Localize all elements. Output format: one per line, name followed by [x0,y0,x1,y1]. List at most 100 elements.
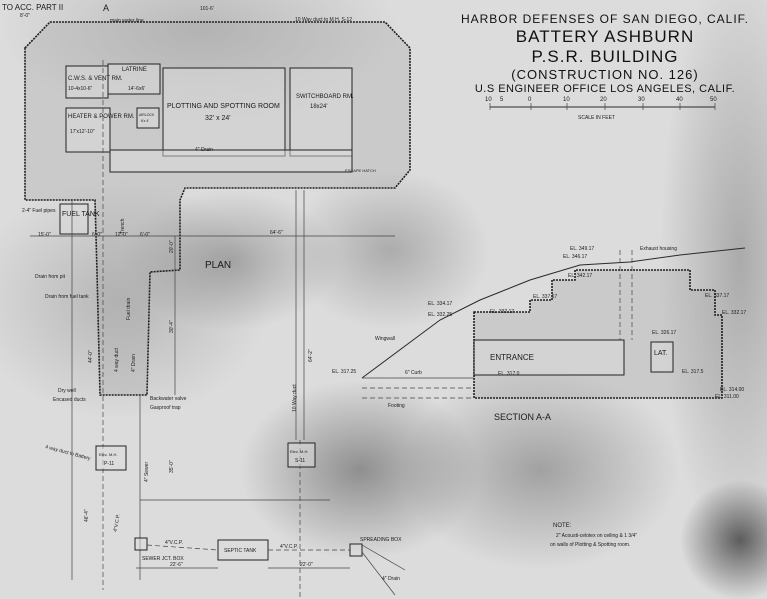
note-heading: NOTE: [553,523,572,529]
dimension: 6'-0" [140,232,150,238]
room-switchboard [289,67,353,157]
room-size: 17'x12'-10" [70,129,95,135]
manhole-s11 [287,442,316,468]
lat-label: LAT. [654,350,668,357]
scale-tick: 0 [528,97,532,103]
corridor [109,149,353,173]
fuel-tank [59,203,89,235]
elevation-label: EL. 332.17 [490,309,514,315]
title-line-2: BATTERY ASHBURN [515,27,695,46]
manhole-p11 [95,445,127,471]
note: Fuel drain [126,298,132,320]
spreading-box-label: SPREADING BOX [360,537,402,543]
dimension: 12'-0" [115,232,128,238]
dimension: 64'-6" [270,230,283,236]
elevation-label: EL. 317.25 [332,369,356,375]
duct-note: 10 Way duct to M.H. S-12 [295,17,352,23]
note: 4" Sewer [144,462,150,482]
elevation-label: EL. 337.17 [705,293,729,299]
room-airlock [136,107,160,129]
reference-label: TO ACC. PART II [2,3,63,12]
entrance-label: ENTRANCE [490,353,534,362]
note-line: 2" Acousti-celotex on ceiling & 1 3/4" [556,533,637,539]
exhaust-label: Exhaust housing [640,246,677,252]
plan-label: PLAN [205,260,231,271]
scale-tick: 10 [563,97,570,103]
elevation-label: EL. 326.17 [652,330,676,336]
room-size: 18x24' [310,104,328,110]
elevation-label: EL. 314.00 [720,387,744,393]
water-line-note: main water line [110,18,144,24]
scale-tick: 30 [638,97,645,103]
scale-tick: 5 [500,97,504,103]
room-label: ESCAPE HATCH [345,168,376,173]
wingwall-label: Wingwall [375,336,395,342]
dimension: 30'-4" [169,320,175,333]
septic-tank-label: SEPTIC TANK [224,548,257,554]
curb-label: 6" Curb [405,370,422,376]
scale-tick: 40 [676,97,683,103]
lat-space [650,341,674,373]
note: Dry well [58,388,76,394]
trench-label: Trench [120,218,126,234]
section-marker: A [103,3,109,13]
note: 4 way duct [114,347,120,372]
note: Backwater valve [150,396,187,402]
drain-note: 4" Drain [195,147,213,153]
sewer-junction-box [134,537,148,551]
note: 10 Way duct [292,384,298,412]
elevation-label: EL. 332.25 [428,312,452,318]
elevation-label: EL. 317.5 [682,369,704,375]
fuel-tank-label: FUEL TANK [62,211,100,218]
note: 4 way duct to Battery [44,444,91,462]
note: 4"V.C.P. [113,514,122,533]
room-label: LATRINE [122,67,147,73]
title-line-5: U.S ENGINEER OFFICE LOS ANGELES, CALIF. [474,83,736,95]
note-line: on walls of Plotting & Spotting room. [550,542,630,548]
elevation-label: EL. 346.17 [563,254,587,260]
dimension: 8'-0" [20,13,30,19]
dimension: 46'-4" [84,509,90,522]
note: Gasproof trap [150,405,181,411]
elevation-label: EL. 337.17 [533,294,557,300]
dimension: 22'-0" [300,562,313,568]
sewer-box-label: SEWER JCT. BOX [142,556,184,562]
room-plotting [162,67,286,157]
dimension: 44'-0" [88,350,94,363]
dimension: 101-6' [200,6,214,12]
elevation-label: EL. 342.17 [568,273,592,279]
ground-line [361,247,746,379]
scale-tick: 20 [600,97,607,103]
room-label: HEATER & POWER RM. [68,114,135,120]
section-outline [473,269,723,399]
room-label: SWITCHBOARD RM. [296,94,354,100]
room-latrine [107,63,161,95]
note: 4" Drain [131,354,137,372]
elevation-label: EL. 332.17 [722,310,746,316]
spreading-box [349,543,363,557]
section-label: SECTION A-A [494,412,551,422]
title-line-1: HARBOR DEFENSES OF SAN DIEGO, CALIF. [460,12,750,26]
dimension: 20'-0" [169,240,175,253]
scale-tick: 50 [710,97,717,103]
room-label: C.W.S. & VENT RM. [68,76,123,82]
fuel-pipes-note: 2-4" Fuel pipes [22,208,56,214]
dimension: 35'-0" [169,460,175,473]
dimension: 64'-2" [308,349,314,362]
room-size: 6'x 4' [141,119,149,123]
title-line-3: P.S.R. BUILDING [531,47,679,66]
manhole-label: Elec. M.H. [290,449,308,454]
elevation-label: EL. 349.17 [570,246,594,252]
manhole-id: S-11 [295,458,305,464]
note: 4"V.C.P. [165,540,183,546]
room-cws-vent [65,65,109,99]
room-size: 10-4x10-6" [68,86,93,92]
elevation-label: EL. 311.00 [715,394,739,400]
room-size: 32' x 24' [205,115,231,122]
dimension: 6'-0" [92,232,102,238]
room-label: AIRLOCK [139,113,155,117]
dimension: 22'-6" [170,562,183,568]
manhole-id: P-11 [104,461,114,467]
room-size: 14'-6x6' [128,86,145,92]
